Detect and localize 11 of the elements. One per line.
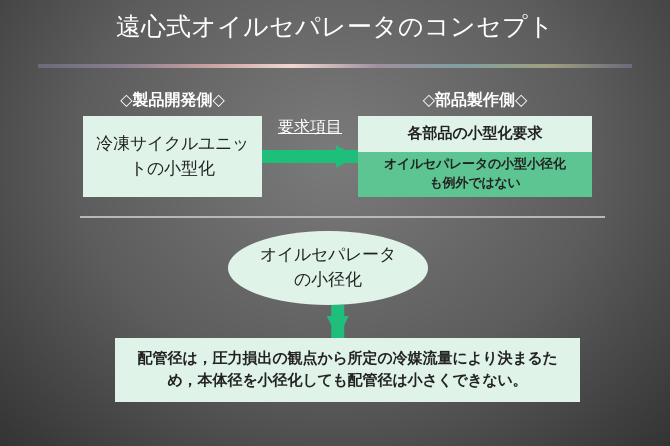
slide-title: 遠心式オイルセパレータのコンセプト (115, 11, 555, 43)
note-box: 配管径は，圧力損出の観点から所定の冷媒流量により決まるため，本体径を小径化しても配管径は小さくできない。 (115, 338, 580, 402)
arrow (326, 305, 349, 338)
requirement-band: 各部品の小型化要求 (358, 116, 592, 152)
requirement-band: オイルセパレータの小型小径化も例外ではない (358, 152, 592, 197)
section-heading: ◇部品製作側◇ (422, 89, 528, 111)
edge-label: 要求項目 (278, 116, 342, 138)
process-box: 冷凍サイクルユニットの小型化 (83, 116, 262, 197)
arrow (262, 146, 358, 168)
section-heading: ◇製品開発側◇ (119, 89, 226, 111)
concept-ellipse: オイルセパレータの小径化 (228, 231, 428, 305)
